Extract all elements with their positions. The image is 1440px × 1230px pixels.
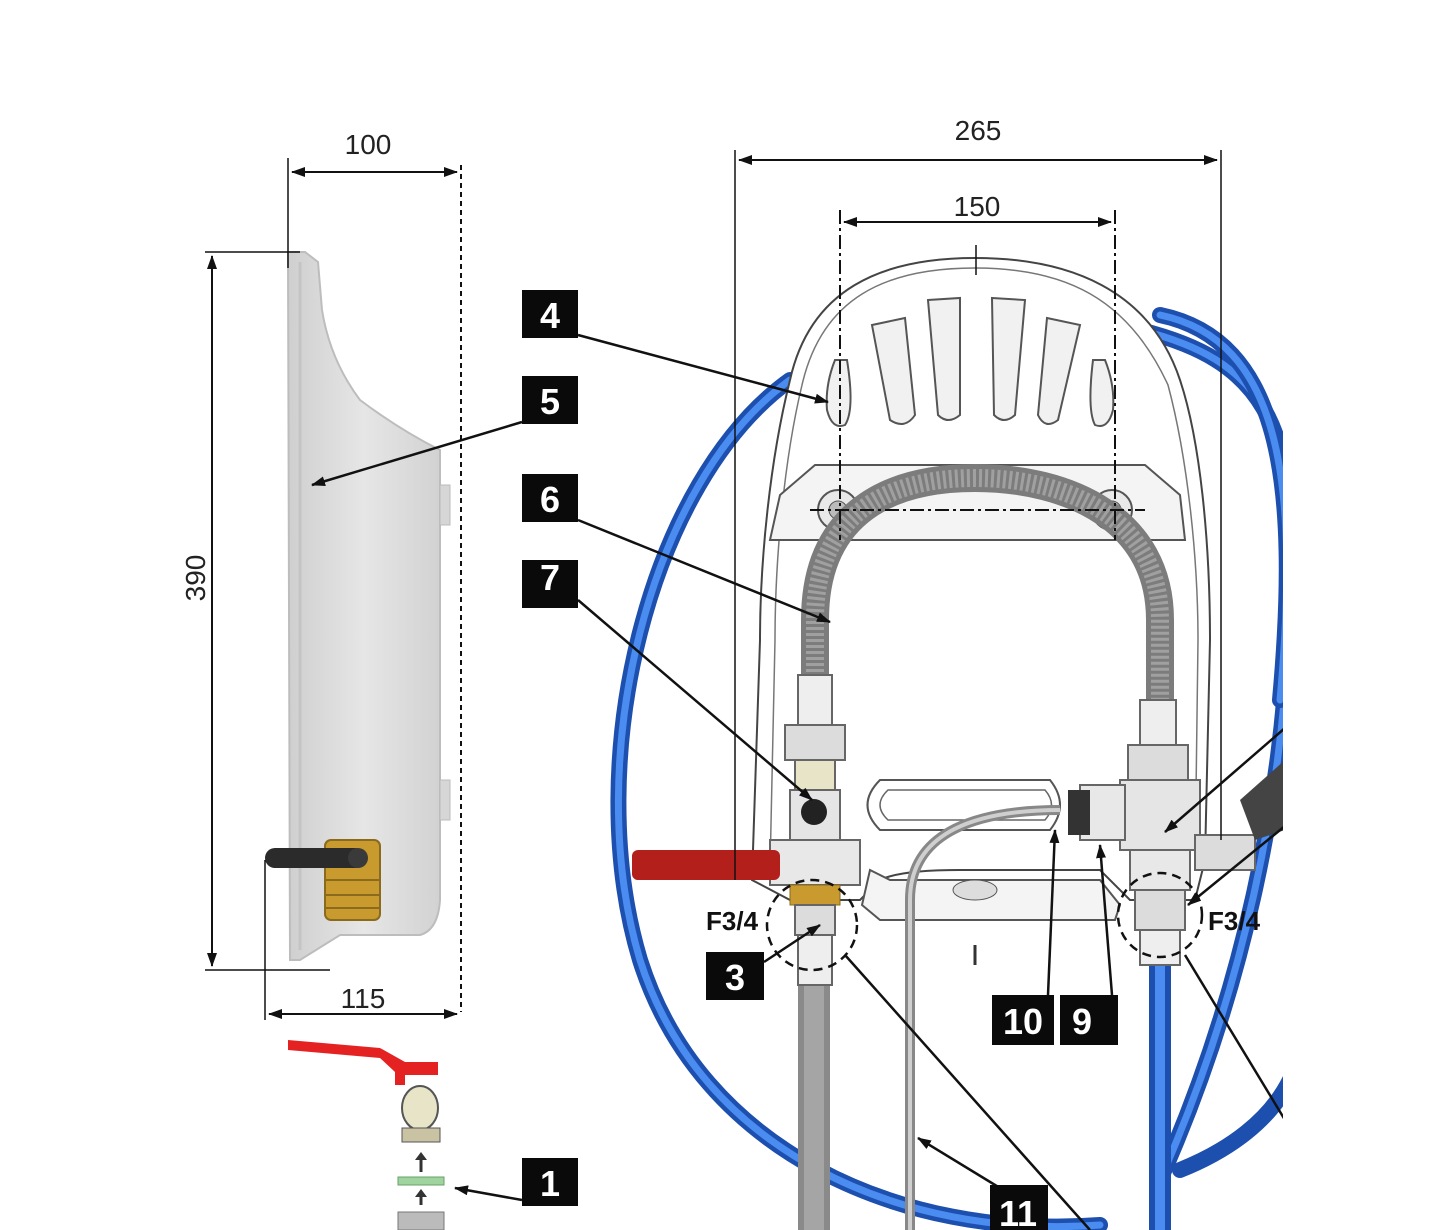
dim-overall-width: 265	[955, 115, 1002, 146]
left-fittings	[632, 674, 861, 986]
callout-9: 9	[1060, 995, 1118, 1045]
right-fittings	[1068, 699, 1285, 966]
callout-11-label: 11	[999, 1193, 1037, 1230]
dim-side-height: 390	[180, 555, 211, 602]
side-valve	[265, 839, 381, 921]
heater-side-body	[286, 251, 441, 961]
thread-label-right: F3/4	[1208, 906, 1261, 936]
dim-mount-spacing: 150	[954, 191, 1001, 222]
front-view: 265 150 F3/4 F3/4	[610, 115, 1300, 1230]
exploded-valve	[288, 1040, 445, 1230]
side-view: 100 390 115	[180, 129, 462, 1020]
dim-side-width: 100	[345, 129, 392, 160]
callout-10: 10	[992, 995, 1054, 1045]
callout-1: 1	[522, 1158, 578, 1206]
callout-5: 5	[522, 376, 578, 424]
callout-1-label: 1	[540, 1163, 560, 1204]
callout-4-label: 4	[540, 295, 560, 336]
thread-label-left: F3/4	[706, 906, 759, 936]
vent-slots	[825, 296, 1115, 427]
callout-7-label: 7	[540, 557, 560, 598]
callout-3-label: 3	[725, 957, 745, 998]
callout-leaders	[311, 333, 1287, 1230]
callout-3: 3	[706, 952, 764, 1000]
callout-7: 7	[522, 557, 578, 608]
callout-11: 11	[990, 1185, 1048, 1230]
callout-9-label: 9	[1072, 1001, 1092, 1042]
dim-side-depth: 115	[341, 983, 386, 1014]
callout-6-label: 6	[540, 479, 560, 520]
callout-5-label: 5	[540, 381, 560, 422]
callout-6: 6	[522, 474, 578, 522]
callout-10-label: 10	[1003, 1001, 1043, 1042]
red-valve-handle	[632, 850, 780, 880]
callout-4: 4	[522, 290, 578, 338]
